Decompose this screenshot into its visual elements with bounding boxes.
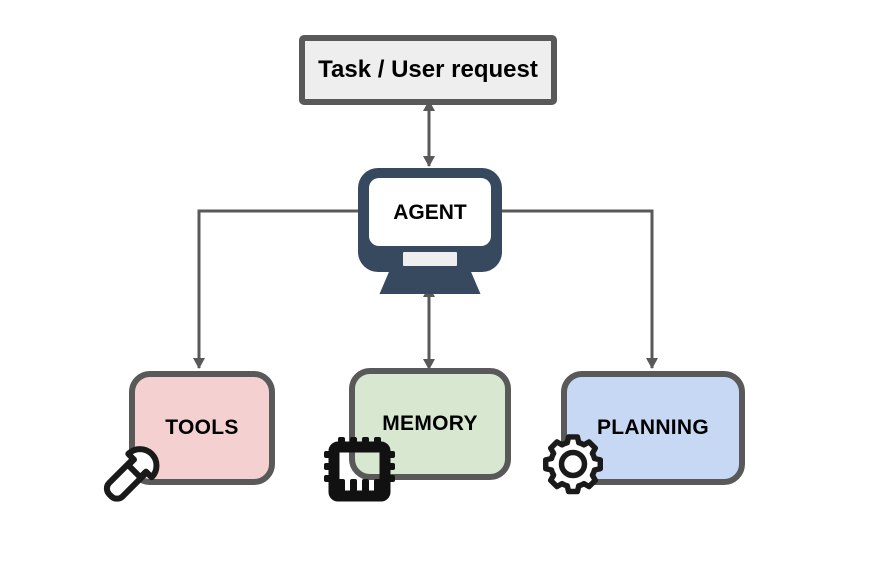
cpu-chip-icon [324,437,395,502]
agent-node[interactable] [358,168,502,294]
monitor-indicator-icon [403,252,457,266]
memory-node[interactable] [349,368,511,480]
monitor-screen-icon [369,178,491,246]
task-node[interactable] [299,35,557,105]
gear-icon [543,434,603,495]
agent-planning-connector [490,205,658,369]
monitor-stand-icon [379,271,481,294]
tools-node[interactable] [129,371,275,485]
agent-tools-connector [193,205,370,369]
wrench-icon [103,446,160,502]
planning-node[interactable] [561,371,745,485]
